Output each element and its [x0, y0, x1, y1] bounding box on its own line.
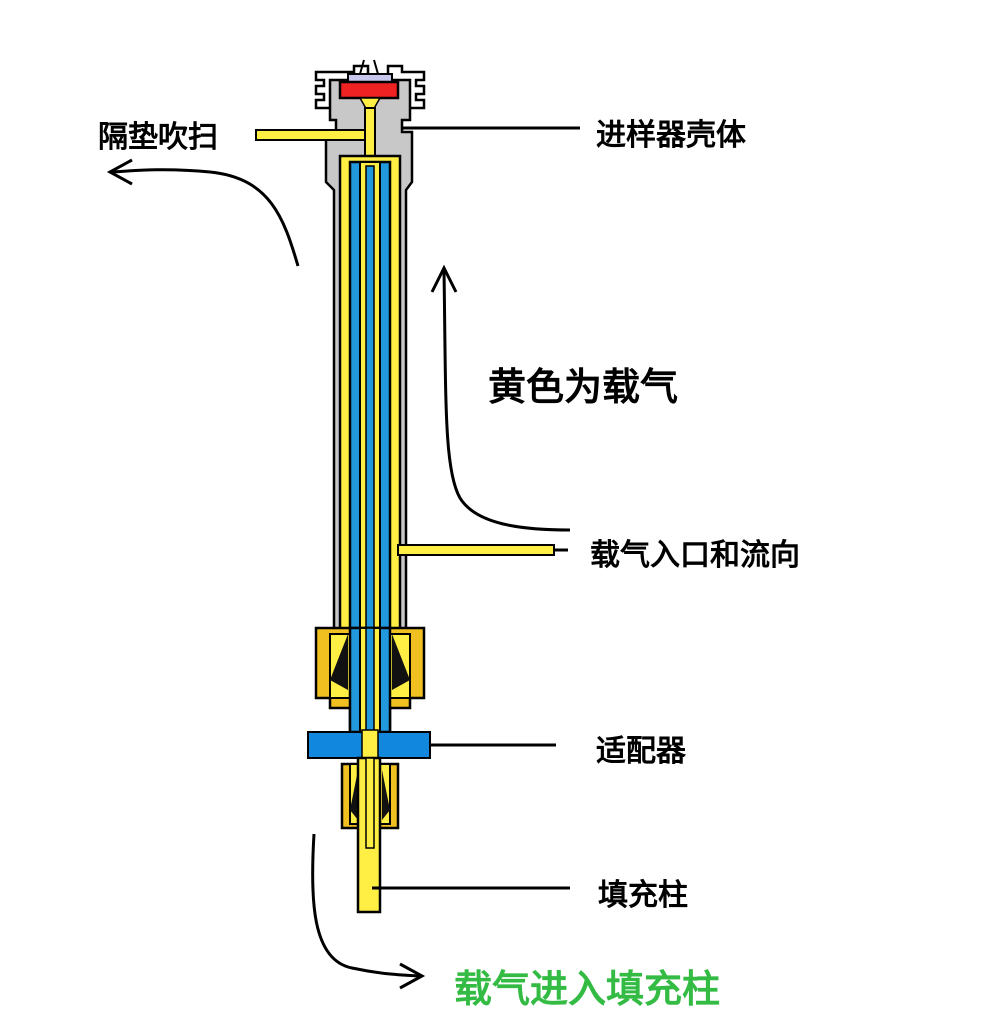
label-injector-body: 进样器壳体 — [596, 118, 746, 153]
arrow-head-icon — [430, 264, 458, 293]
label-packed-column: 填充柱 — [598, 878, 688, 913]
label-adapter: 适配器 — [596, 734, 686, 769]
label-yellow-carrier: 黄色为载气 — [488, 365, 679, 409]
label-carrier-inlet: 载气入口和流向 — [590, 538, 800, 573]
septum — [338, 80, 400, 100]
septum-purge-arrow — [111, 168, 300, 267]
carrier-flow-arrow — [442, 269, 571, 532]
arrow-head-icon — [106, 158, 133, 186]
label-septum-purge: 隔垫吹扫 — [98, 120, 218, 155]
column-flow-arrow — [311, 833, 421, 978]
ferrule — [330, 634, 348, 690]
ferrule — [392, 634, 410, 690]
column-bore — [365, 757, 375, 849]
needle-icon — [359, 59, 379, 75]
column-nut — [314, 626, 426, 737]
septum-purge-line — [255, 129, 375, 141]
septum-purge-vertical — [364, 107, 376, 159]
carrier-inlet-line — [397, 544, 555, 556]
adapter-channel — [361, 729, 379, 761]
label-carrier-into-column: 载气进入填充柱 — [454, 967, 721, 1011]
arrow-head-icon — [399, 962, 426, 990]
